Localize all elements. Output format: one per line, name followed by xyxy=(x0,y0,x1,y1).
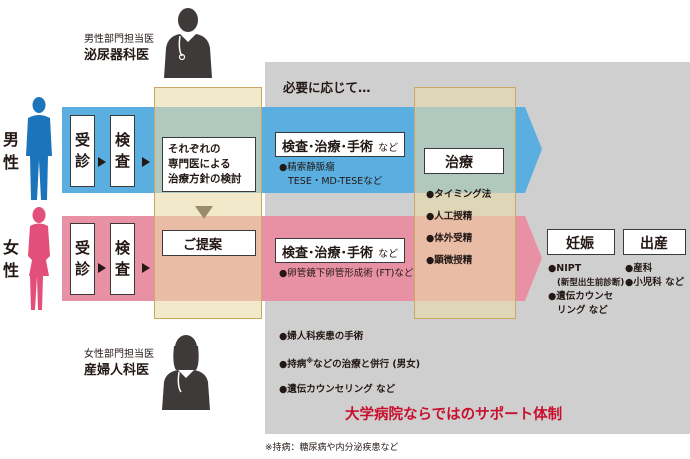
female-exam-box: 検 査 xyxy=(110,223,135,295)
birth-box: 出産 xyxy=(623,229,686,255)
pregnancy-box: 妊娠 xyxy=(547,229,615,255)
female-person-icon xyxy=(28,207,50,310)
footnote: ※持病：糖尿病や内分泌疾患など xyxy=(265,443,399,453)
other-items-list: ●婦人科疾患の手術 ●持病※などの治療と併行 (男女) ●遺伝カウンセリング な… xyxy=(279,331,421,396)
treatment-list: ●タイミング法 ●人工授精 ●体外受精 ●顕微授精 xyxy=(426,189,492,266)
male-label: 男 性 xyxy=(2,130,19,172)
chronic-illness-item: ●持病※などの治療と併行 (男女) xyxy=(279,357,421,371)
arrow-reception-exam-female xyxy=(98,263,106,273)
consult-box: それぞれの 専門医による 治療方針の検討 xyxy=(162,137,256,192)
male-doctor-role: 男性部門担当医 xyxy=(84,34,154,45)
female-doctor-icon xyxy=(162,335,210,410)
male-exam-box: 検 査 xyxy=(110,115,135,187)
arrow-reception-exam-male xyxy=(98,157,106,167)
as-needed-label: 必要に応じて… xyxy=(283,80,371,95)
arrow-exam-consult-male xyxy=(142,157,150,167)
female-reception-box: 受 診 xyxy=(70,223,95,295)
pregnancy-list: ●NIPT (新型出生前診断) ●遺伝カウンセ リング など xyxy=(548,263,625,316)
female-doctor-specialty: 産婦人科医 xyxy=(84,363,150,378)
male-tests-list: ●精索静脈瘤 TESE・MD-TESEなど xyxy=(279,162,383,187)
female-label: 女 性 xyxy=(2,238,19,280)
male-person-icon xyxy=(26,97,52,200)
female-tests-box: 検査･治療･手術 など xyxy=(275,238,405,263)
treatment-column xyxy=(414,87,516,319)
male-reception-box: 受 診 xyxy=(70,115,95,187)
treatment-box: 治療 xyxy=(424,148,504,174)
male-tests-box: 検査･治療･手術 など xyxy=(275,132,405,157)
arrow-exam-proposal-female xyxy=(142,263,150,273)
birth-list: ●産科 ●小児科 など xyxy=(625,263,685,288)
female-doctor-role: 女性部門担当医 xyxy=(84,349,154,360)
male-doctor-icon xyxy=(164,8,212,78)
male-doctor-specialty: 泌尿器科医 xyxy=(84,48,150,63)
consult-column xyxy=(154,87,262,319)
female-tests-list: ●卵管鏡下卵管形成術 (FT)など xyxy=(279,268,414,279)
support-title: 大学病院ならではのサポート体制 xyxy=(345,407,563,423)
proposal-box: ご提案 xyxy=(162,230,256,256)
